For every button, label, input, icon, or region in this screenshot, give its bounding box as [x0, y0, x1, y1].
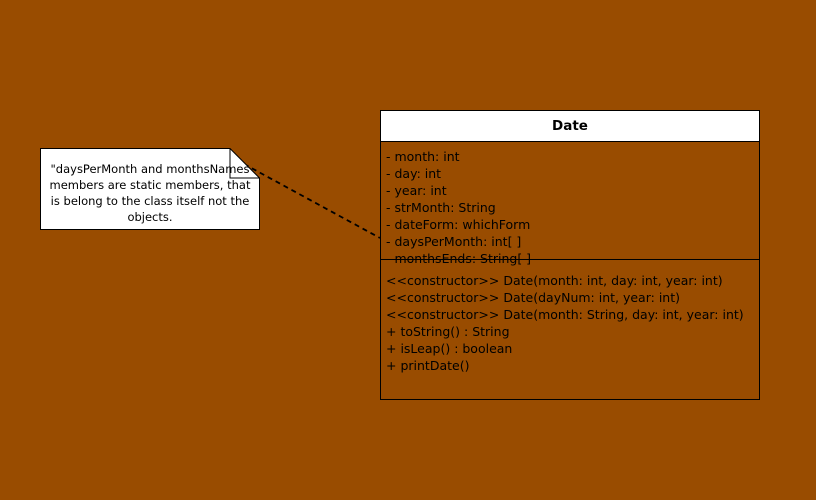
operation-print-date: + printDate() — [386, 358, 470, 373]
attribute-days-per-month: - daysPerMonth: int[ ] — [386, 234, 522, 249]
operation-constructor-daynum-year: <<constructor>> Date(dayNum: int, year: … — [386, 290, 680, 305]
operations-compartment: <<constructor>> Date(month: int, day: in… — [381, 260, 759, 374]
note-text: "daysPerMonth and monthsNames members ar… — [49, 162, 251, 224]
comment-note[interactable]: "daysPerMonth and monthsNames members ar… — [40, 148, 260, 230]
attributes-compartment: - month: int - day: int - year: int - st… — [381, 142, 759, 266]
class-name: Date — [381, 111, 759, 142]
attribute-str-month: - strMonth: String — [386, 200, 496, 215]
operation-constructor-month-day-year: <<constructor>> Date(month: int, day: in… — [386, 273, 723, 288]
attribute-date-form: - dateForm: whichForm — [386, 217, 531, 232]
operation-is-leap: + isLeap() : boolean — [386, 341, 513, 356]
operation-constructor-strmonth-day-year: <<constructor>> Date(month: String, day:… — [386, 307, 744, 322]
attribute-day: - day: int — [386, 166, 442, 181]
attribute-year: - year: int — [386, 183, 447, 198]
class-date[interactable]: Date - month: int - day: int - year: int… — [380, 110, 760, 400]
attribute-month: - month: int — [386, 149, 460, 164]
attribute-months-ends: - monthsEnds: String[ ] — [386, 251, 532, 266]
operation-to-string: + toString() : String — [386, 324, 510, 339]
note-shape — [40, 148, 260, 230]
